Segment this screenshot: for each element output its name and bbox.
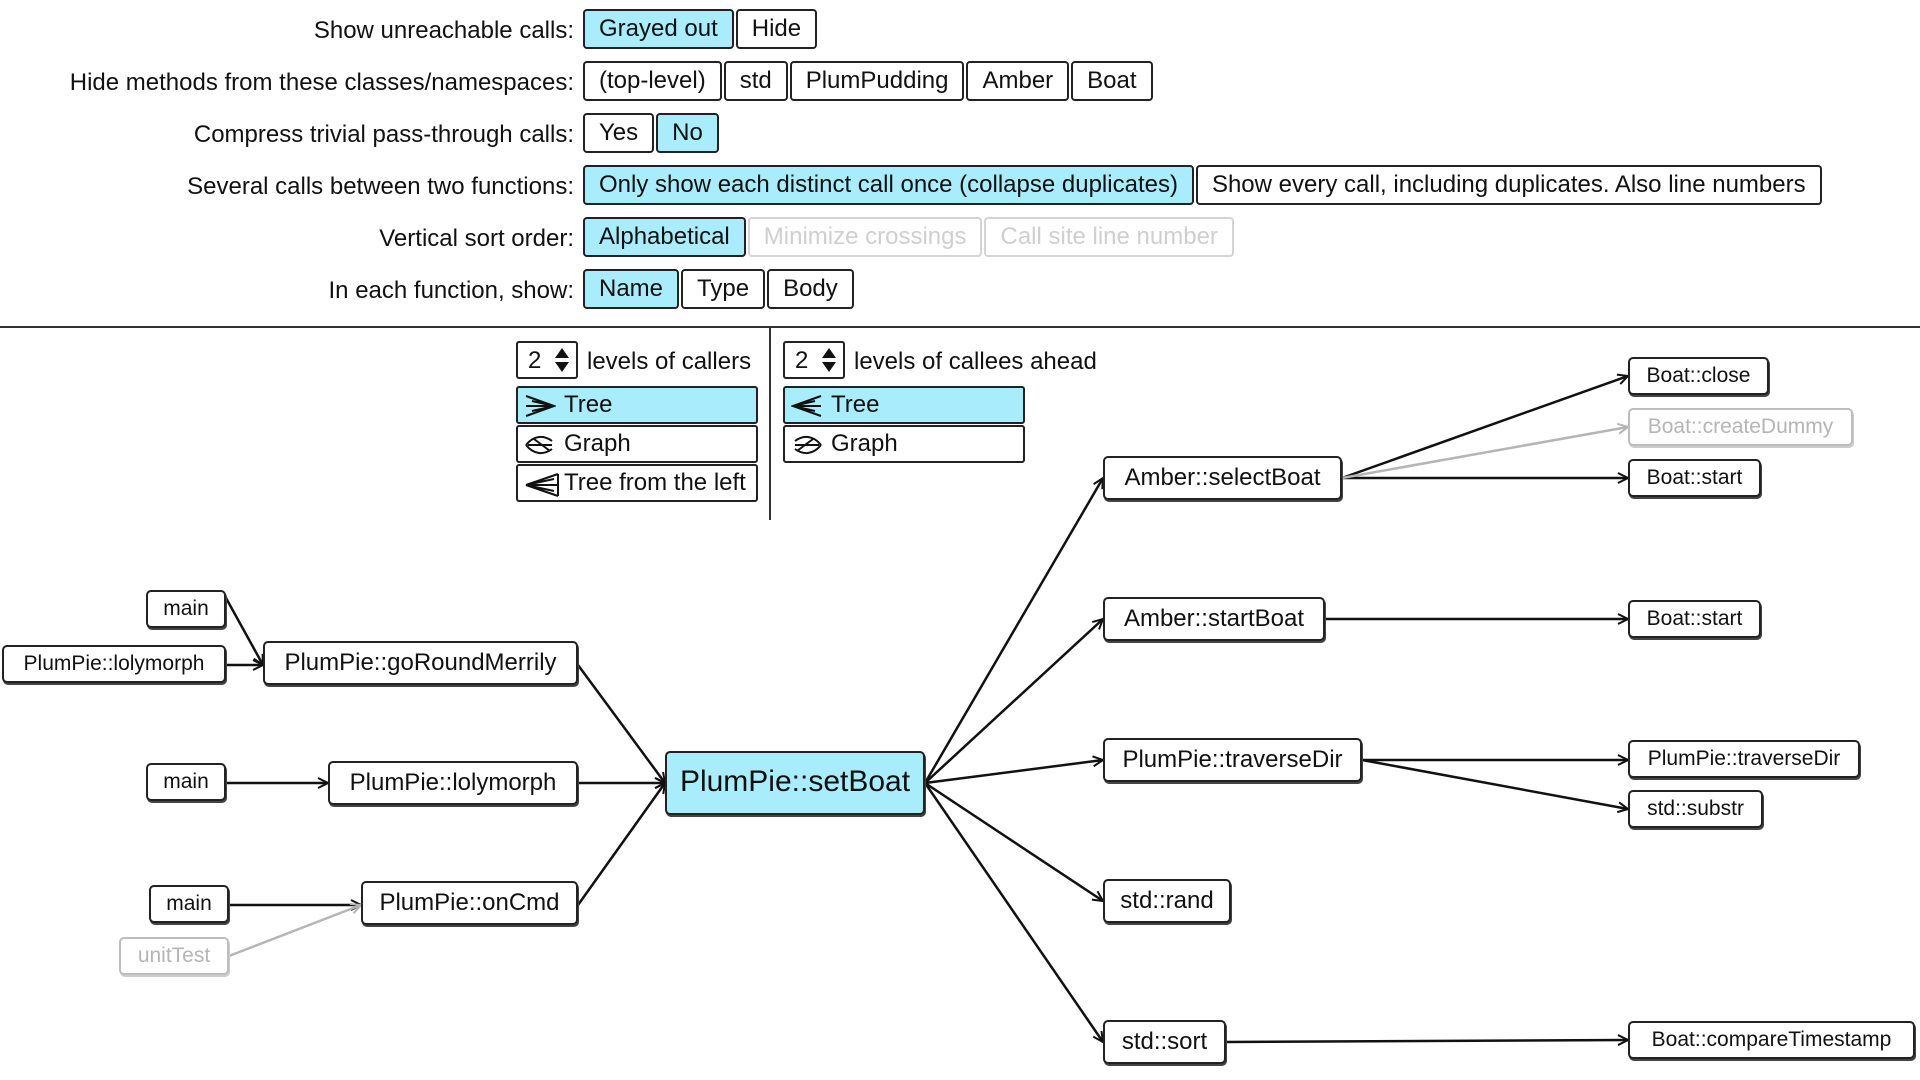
option-label: Compress trivial pass-through calls: bbox=[193, 121, 574, 148]
node-main[interactable]: main bbox=[146, 590, 226, 628]
node-plumpie-traversedir[interactable]: PlumPie::traverseDir bbox=[1103, 738, 1362, 782]
callers-graph-button[interactable]: Graph bbox=[516, 425, 758, 463]
callees-levels-value: 2 bbox=[795, 347, 809, 374]
hide-button[interactable]: Hide bbox=[735, 9, 818, 49]
node-boat-start[interactable]: Boat::start bbox=[1628, 600, 1761, 638]
edge-grayed bbox=[1341, 427, 1628, 480]
collapse-duplicates-button[interactable]: Only show each distinct call once (colla… bbox=[583, 165, 1194, 205]
graph-icon bbox=[794, 435, 822, 455]
show-every-call-button[interactable]: Show every call, including duplicates. A… bbox=[1195, 165, 1822, 205]
option-row-compress: Compress trivial pass-through calls: Yes… bbox=[0, 113, 1920, 155]
edge bbox=[924, 781, 1103, 901]
edge bbox=[576, 783, 665, 906]
node-plumpie-oncmd[interactable]: PlumPie::onCmd bbox=[361, 881, 578, 925]
callers-levels-label: levels of callers bbox=[587, 348, 752, 375]
stepper-arrows-icon[interactable] bbox=[554, 346, 570, 374]
mode-label: Graph bbox=[564, 430, 631, 457]
edge bbox=[224, 597, 265, 665]
node-focus-plumpie-setboat[interactable]: PlumPie::setBoat bbox=[665, 751, 925, 815]
callers-tree-button[interactable]: Tree bbox=[516, 386, 758, 424]
node-boat-start[interactable]: Boat::start bbox=[1628, 459, 1761, 497]
tree-left-icon bbox=[791, 395, 822, 417]
callees-levels-stepper[interactable]: 2 bbox=[783, 341, 845, 379]
node-main[interactable]: main bbox=[146, 763, 226, 801]
edge bbox=[923, 782, 1103, 1042]
node-plumpie-lolymorph[interactable]: PlumPie::lolymorph bbox=[2, 645, 226, 683]
node-plumpie-traversedir[interactable]: PlumPie::traverseDir bbox=[1628, 740, 1860, 778]
node-amber-startboat[interactable]: Amber::startBoat bbox=[1103, 597, 1325, 641]
option-row-several-calls: Several calls between two functions: Onl… bbox=[0, 165, 1920, 207]
sort-call-site-line-button: Call site line number bbox=[984, 217, 1234, 257]
compress-yes-button[interactable]: Yes bbox=[583, 113, 655, 153]
edge-grayed bbox=[228, 905, 361, 958]
graph-icon bbox=[525, 435, 553, 455]
edge bbox=[1225, 1040, 1628, 1042]
grayed-out-button[interactable]: Grayed out bbox=[583, 9, 734, 49]
mode-label: Tree bbox=[831, 391, 880, 418]
tree-right-icon bbox=[525, 395, 556, 417]
divider bbox=[0, 326, 1920, 328]
node-std-substr[interactable]: std::substr bbox=[1628, 790, 1763, 828]
mode-label: Tree from the left bbox=[564, 469, 746, 496]
option-label: Vertical sort order: bbox=[379, 225, 574, 252]
mode-label: Graph bbox=[831, 430, 898, 457]
show-body-button[interactable]: Body bbox=[767, 269, 854, 309]
sort-alphabetical-button[interactable]: Alphabetical bbox=[583, 217, 746, 257]
show-name-button[interactable]: Name bbox=[583, 269, 680, 309]
hide-top-level-button[interactable]: (top-level) bbox=[583, 61, 722, 101]
tree-from-left-icon bbox=[525, 473, 559, 497]
node-boat-comparetimestamp[interactable]: Boat::compareTimestamp bbox=[1628, 1021, 1915, 1059]
node-boat-close[interactable]: Boat::close bbox=[1628, 357, 1769, 395]
callers-tree-from-left-button[interactable]: Tree from the left bbox=[516, 464, 758, 502]
option-label: Hide methods from these classes/namespac… bbox=[69, 69, 574, 96]
option-row-unreachable: Show unreachable calls: Grayed out Hide bbox=[0, 9, 1920, 51]
hide-plumpudding-button[interactable]: PlumPudding bbox=[789, 61, 965, 101]
option-label: Show unreachable calls: bbox=[313, 17, 574, 44]
edge bbox=[1341, 376, 1628, 480]
node-std-rand[interactable]: std::rand bbox=[1103, 879, 1231, 923]
edge bbox=[924, 760, 1103, 785]
node-amber-selectboat[interactable]: Amber::selectBoat bbox=[1103, 456, 1342, 500]
option-label: In each function, show: bbox=[328, 277, 574, 304]
hide-boat-button[interactable]: Boat bbox=[1071, 61, 1153, 101]
compress-no-button[interactable]: No bbox=[656, 113, 719, 153]
hide-amber-button[interactable]: Amber bbox=[966, 61, 1070, 101]
stepper-arrows-icon[interactable] bbox=[821, 346, 837, 374]
option-row-hide-methods: Hide methods from these classes/namespac… bbox=[0, 61, 1920, 103]
node-plumpie-lolymorph[interactable]: PlumPie::lolymorph bbox=[328, 761, 578, 805]
node-boat-createdummy[interactable]: Boat::createDummy bbox=[1628, 408, 1853, 446]
edge bbox=[576, 664, 665, 783]
callers-levels-value: 2 bbox=[528, 347, 542, 374]
callees-tree-button[interactable]: Tree bbox=[783, 386, 1025, 424]
callees-graph-button[interactable]: Graph bbox=[783, 425, 1025, 463]
show-type-button[interactable]: Type bbox=[681, 269, 766, 309]
node-plumpie-goroundmerrily[interactable]: PlumPie::goRoundMerrily bbox=[263, 641, 578, 685]
mode-label: Tree bbox=[564, 391, 613, 418]
node-unittest[interactable]: unitTest bbox=[119, 937, 229, 975]
node-std-sort[interactable]: std::sort bbox=[1103, 1020, 1226, 1064]
edge bbox=[923, 478, 1103, 784]
hide-std-button[interactable]: std bbox=[723, 61, 788, 101]
edge bbox=[1361, 758, 1628, 809]
callers-levels-stepper[interactable]: 2 bbox=[516, 341, 578, 379]
callees-levels-label: levels of callees ahead bbox=[854, 348, 1097, 375]
option-row-show: In each function, show: Name Type Body bbox=[0, 269, 1920, 311]
sort-minimize-crossings-button: Minimize crossings bbox=[747, 217, 983, 257]
divider-vertical bbox=[769, 328, 771, 520]
edge bbox=[924, 619, 1103, 784]
option-row-sort-order: Vertical sort order: Alphabetical Minimi… bbox=[0, 217, 1920, 259]
node-main[interactable]: main bbox=[149, 885, 229, 923]
option-label: Several calls between two functions: bbox=[187, 173, 574, 200]
